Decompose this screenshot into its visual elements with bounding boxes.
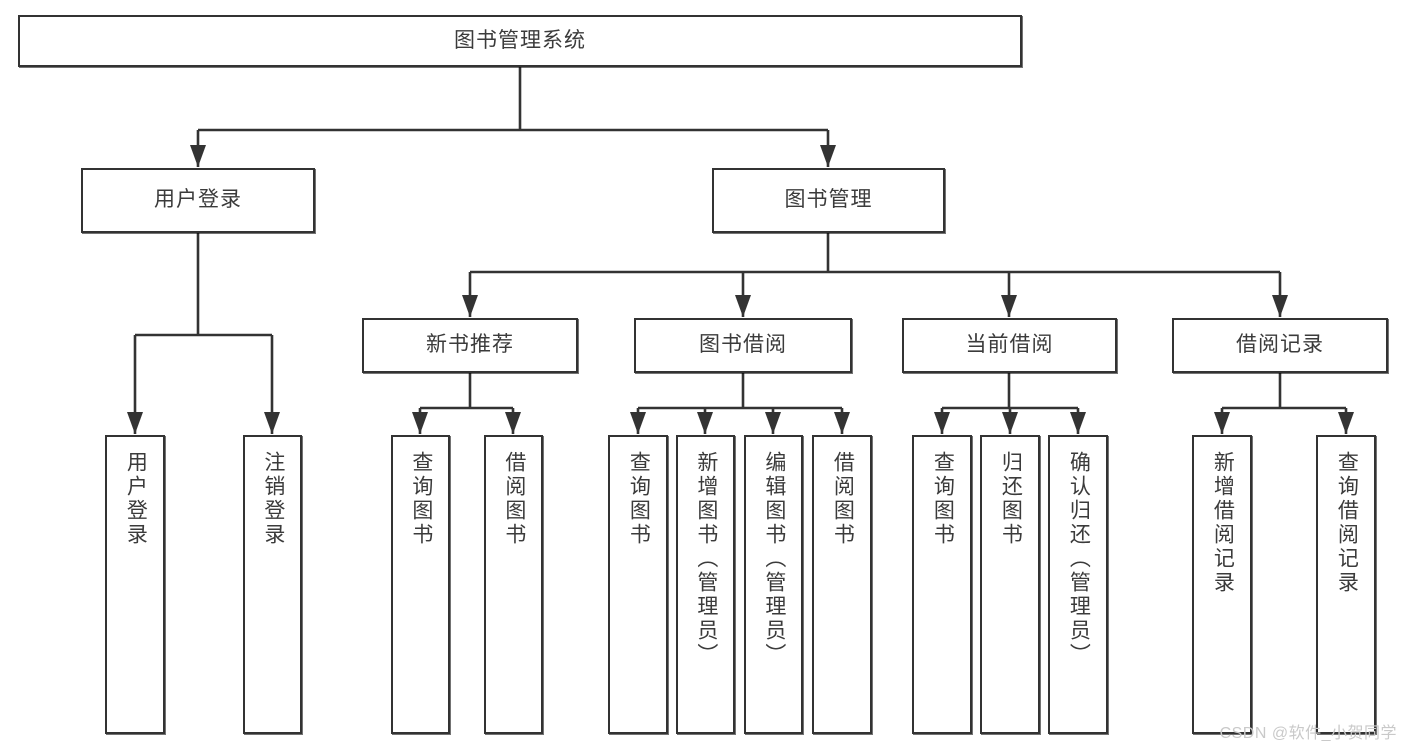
node-label: 查询图书 bbox=[931, 451, 955, 547]
node-box-user-login[interactable]: 用户登录 bbox=[81, 168, 315, 233]
node-box-leaf-query-book-2[interactable]: 查询图书 bbox=[608, 435, 668, 734]
node-label: 新书推荐 bbox=[426, 333, 514, 357]
node-label: 借阅图书 bbox=[502, 451, 526, 547]
arrowhead-icon bbox=[1338, 412, 1354, 434]
node-label: 图书借阅 bbox=[699, 333, 787, 357]
node-label: 查询借阅记录 bbox=[1335, 451, 1359, 595]
node-label: 图书管理 bbox=[784, 188, 873, 212]
node-label: 确认归还（管理员） bbox=[1067, 451, 1091, 667]
node-label: 用户登录 bbox=[124, 451, 148, 547]
arrowhead-icon bbox=[127, 412, 143, 434]
node-label: 编辑图书（管理员） bbox=[762, 451, 786, 667]
node-box-borrow-record[interactable]: 借阅记录 bbox=[1172, 318, 1388, 373]
arrowhead-icon bbox=[934, 412, 950, 434]
node-box-book-management[interactable]: 图书管理 bbox=[712, 168, 945, 233]
node-box-current-borrow[interactable]: 当前借阅 bbox=[902, 318, 1117, 373]
node-label: 新增借阅记录 bbox=[1211, 451, 1235, 595]
node-label: 借阅记录 bbox=[1236, 333, 1324, 357]
node-box-leaf-confirm-return[interactable]: 确认归还（管理员） bbox=[1048, 435, 1108, 734]
node-label: 新增图书（管理员） bbox=[694, 451, 718, 667]
node-label: 图书管理系统 bbox=[454, 28, 586, 52]
arrowhead-icon bbox=[820, 145, 836, 167]
arrowhead-icon bbox=[630, 412, 646, 434]
node-label: 当前借阅 bbox=[965, 333, 1054, 357]
node-box-leaf-query-book-3[interactable]: 查询图书 bbox=[912, 435, 972, 734]
node-box-root[interactable]: 图书管理系统 bbox=[18, 15, 1022, 67]
node-box-leaf-borrow-book-1[interactable]: 借阅图书 bbox=[484, 435, 543, 734]
node-box-leaf-logout[interactable]: 注销登录 bbox=[243, 435, 302, 734]
arrowhead-icon bbox=[1070, 412, 1086, 434]
arrowhead-icon bbox=[697, 412, 713, 434]
node-box-new-book-recommend[interactable]: 新书推荐 bbox=[362, 318, 578, 373]
node-box-book-borrow[interactable]: 图书借阅 bbox=[634, 318, 852, 373]
arrowhead-icon bbox=[834, 412, 850, 434]
arrowhead-icon bbox=[412, 412, 428, 434]
node-box-leaf-edit-book[interactable]: 编辑图书（管理员） bbox=[744, 435, 803, 734]
arrowhead-icon bbox=[1001, 295, 1017, 317]
node-label: 查询图书 bbox=[409, 451, 433, 547]
arrowhead-icon bbox=[1002, 412, 1018, 434]
node-label: 用户登录 bbox=[154, 188, 242, 212]
node-box-leaf-borrow-book-2[interactable]: 借阅图书 bbox=[812, 435, 872, 734]
watermark-label: CSDN @软件_小贺同学 bbox=[1219, 725, 1397, 742]
node-label: 注销登录 bbox=[261, 451, 285, 547]
arrowhead-icon bbox=[264, 412, 280, 434]
arrowhead-icon bbox=[735, 295, 751, 317]
node-label: 查询图书 bbox=[627, 451, 651, 547]
node-box-leaf-add-record[interactable]: 新增借阅记录 bbox=[1192, 435, 1252, 734]
node-box-leaf-query-book-1[interactable]: 查询图书 bbox=[391, 435, 450, 734]
arrowhead-icon bbox=[505, 412, 521, 434]
node-box-leaf-user-login[interactable]: 用户登录 bbox=[105, 435, 165, 734]
node-box-leaf-query-record[interactable]: 查询借阅记录 bbox=[1316, 435, 1376, 734]
arrowhead-icon bbox=[765, 412, 781, 434]
node-box-leaf-return-book[interactable]: 归还图书 bbox=[980, 435, 1040, 734]
node-label: 归还图书 bbox=[999, 451, 1023, 547]
arrowhead-icon bbox=[1272, 295, 1288, 317]
arrowhead-icon bbox=[190, 145, 206, 167]
arrowhead-icon bbox=[1214, 412, 1230, 434]
node-label: 借阅图书 bbox=[831, 451, 855, 547]
node-box-leaf-add-book[interactable]: 新增图书（管理员） bbox=[676, 435, 735, 734]
arrowhead-icon bbox=[462, 295, 478, 317]
